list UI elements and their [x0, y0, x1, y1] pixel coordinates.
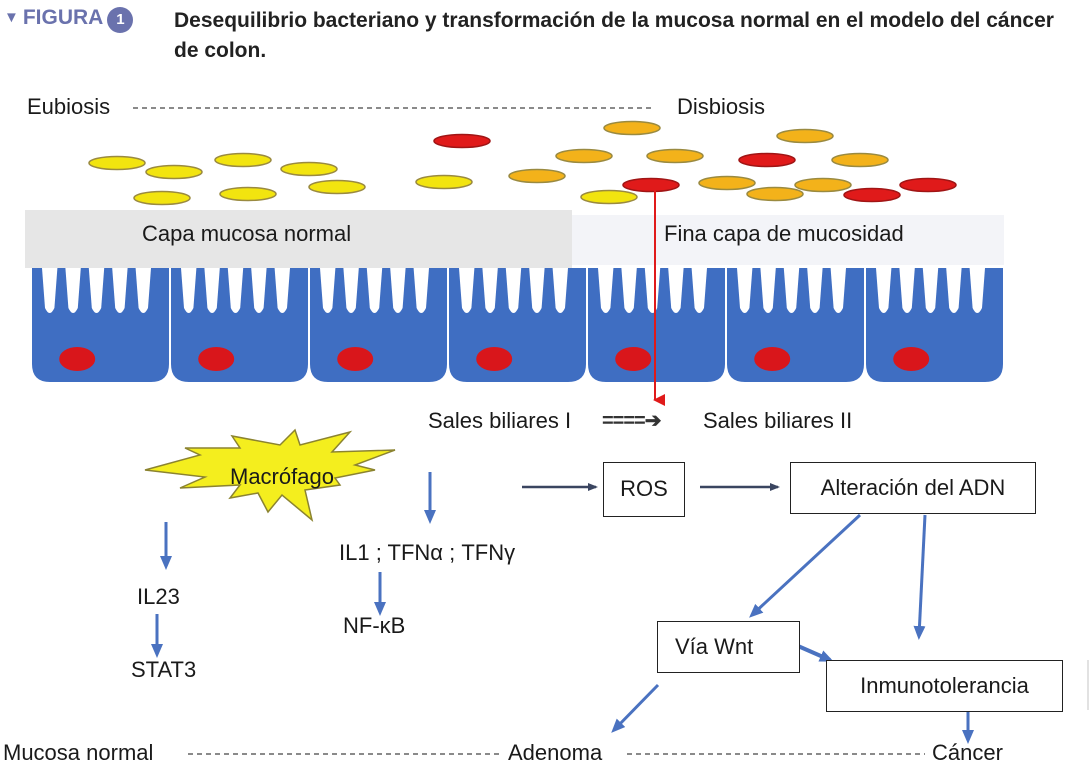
- cell-nucleus: [59, 347, 96, 371]
- bacterium-healthy: [133, 190, 191, 206]
- disbiosis-label: Disbiosis: [677, 94, 766, 119]
- figure-number-badge: 1: [107, 7, 134, 33]
- microvillus-gap: [899, 268, 915, 313]
- arrow-dna-to-immuno: [913, 514, 927, 640]
- adenoma-stage-label: Adenoma: [508, 740, 603, 765]
- cell-nucleus: [615, 347, 652, 371]
- microvillus-gap: [251, 268, 267, 313]
- bacterium-healthy: [214, 152, 272, 168]
- arrow-wnt-to-immuno: [797, 644, 834, 662]
- cell-nucleus: [476, 347, 513, 371]
- il23-label: IL23: [137, 584, 180, 609]
- bacterium-pathogenic: [433, 133, 491, 149]
- immunotolerance-box: Inmunotolerancia: [826, 660, 1063, 712]
- figure-title: Desequilibrio bacteriano y transformació…: [174, 9, 1054, 62]
- microvillus-gap: [760, 268, 776, 313]
- bacterium-intermediate: [831, 152, 889, 168]
- cell-nucleus: [337, 347, 374, 371]
- microvillus-gap: [343, 268, 359, 313]
- microvillus-gap: [42, 268, 58, 313]
- microvillus-gap: [274, 268, 290, 313]
- microvillus-gap: [969, 268, 985, 313]
- bacterium-intermediate: [776, 128, 834, 144]
- microvillus-gap: [946, 268, 962, 313]
- bacterium-intermediate: [794, 177, 852, 193]
- bacterium-healthy: [280, 161, 338, 177]
- cytokines-label: IL1 ; TFNα ; TFNγ: [339, 540, 516, 565]
- bacterium-intermediate: [646, 148, 704, 164]
- microvillus-gap: [552, 268, 568, 313]
- microvillus-gap: [227, 268, 244, 313]
- microvillus-gap: [691, 268, 707, 313]
- microvillus-gap: [644, 268, 661, 313]
- microvillus-gap: [112, 268, 128, 313]
- microvillus-gap: [783, 268, 800, 313]
- microvillus-gap: [320, 268, 336, 313]
- bacterium-intermediate: [555, 148, 613, 164]
- bacterium-pathogenic: [899, 177, 957, 193]
- microvillus-gap: [922, 268, 939, 313]
- arrow-dna-to-wnt: [749, 513, 862, 618]
- microvillus-gap: [366, 268, 383, 313]
- bacterium-healthy: [308, 179, 366, 195]
- bacterium-healthy: [415, 174, 473, 190]
- bacterium-pathogenic: [738, 152, 796, 168]
- microvillus-gap: [876, 268, 892, 313]
- cancer-stage-label: Cáncer: [932, 740, 1003, 765]
- microvillus-gap: [413, 268, 429, 313]
- microvillus-gap: [529, 268, 545, 313]
- microvillus-gap: [88, 268, 105, 313]
- arrow-wnt-to-adenoma: [611, 683, 660, 733]
- bile-salts-1-label: Sales biliares I: [428, 408, 572, 433]
- microvillus-gap: [181, 268, 197, 313]
- normal-mucosa-stage-label: Mucosa normal: [3, 740, 154, 765]
- microvillus-gap: [204, 268, 220, 313]
- bacterium-intermediate: [508, 168, 566, 184]
- bacterium-intermediate: [698, 175, 756, 191]
- thin-mucus-layer: [572, 215, 1004, 265]
- bacterium-healthy: [580, 189, 638, 205]
- bacterium-healthy: [88, 155, 146, 171]
- macrophage-label: Macrófago: [230, 464, 334, 489]
- dna-alteration-box: Alteración del ADN: [790, 462, 1036, 514]
- figure-word: FIGURA: [22, 6, 104, 29]
- stat3-label: STAT3: [131, 657, 197, 682]
- microvillus-gap: [65, 268, 81, 313]
- bile-salts-2-label: Sales biliares II: [703, 408, 853, 433]
- microvillus-gap: [135, 268, 151, 313]
- bacterium-intermediate: [603, 120, 661, 136]
- cell-nucleus: [198, 347, 235, 371]
- bacterium-healthy: [219, 186, 277, 202]
- eubiosis-label: Eubiosis: [27, 94, 111, 119]
- microvillus-gap: [390, 268, 406, 313]
- ros-box: ROS: [603, 462, 685, 517]
- normal-mucus-layer: [25, 210, 572, 268]
- normal-mucus-label: Capa mucosa normal: [142, 221, 352, 246]
- cell-nucleus: [893, 347, 930, 371]
- bacterium-intermediate: [746, 186, 804, 202]
- bacterium-pathogenic: [843, 187, 901, 203]
- microvillus-gap: [830, 268, 846, 313]
- epithelial-cells: [32, 268, 1003, 382]
- bile-conversion-arrow-icon: ====➔: [602, 410, 661, 432]
- microvillus-gap: [459, 268, 475, 313]
- microvillus-gap: [668, 268, 684, 313]
- microvillus-gap: [807, 268, 823, 313]
- triangle-marker-icon: ▼: [4, 9, 19, 26]
- bacteria-group: [88, 120, 957, 206]
- wnt-pathway-box: Vía Wnt: [657, 621, 800, 673]
- microvillus-gap: [598, 268, 614, 313]
- bacterium-pathogenic: [622, 177, 680, 193]
- microvillus-gap: [737, 268, 753, 313]
- thin-mucus-label: Fina capa de mucosidad: [664, 221, 904, 246]
- microvillus-gap: [482, 268, 498, 313]
- bacterium-healthy: [145, 164, 203, 180]
- nfkb-label: NF-κB: [343, 613, 406, 638]
- microvillus-gap: [621, 268, 637, 313]
- macrophage-shape: [144, 428, 396, 523]
- microvillus-gap: [505, 268, 522, 313]
- cell-nucleus: [754, 347, 791, 371]
